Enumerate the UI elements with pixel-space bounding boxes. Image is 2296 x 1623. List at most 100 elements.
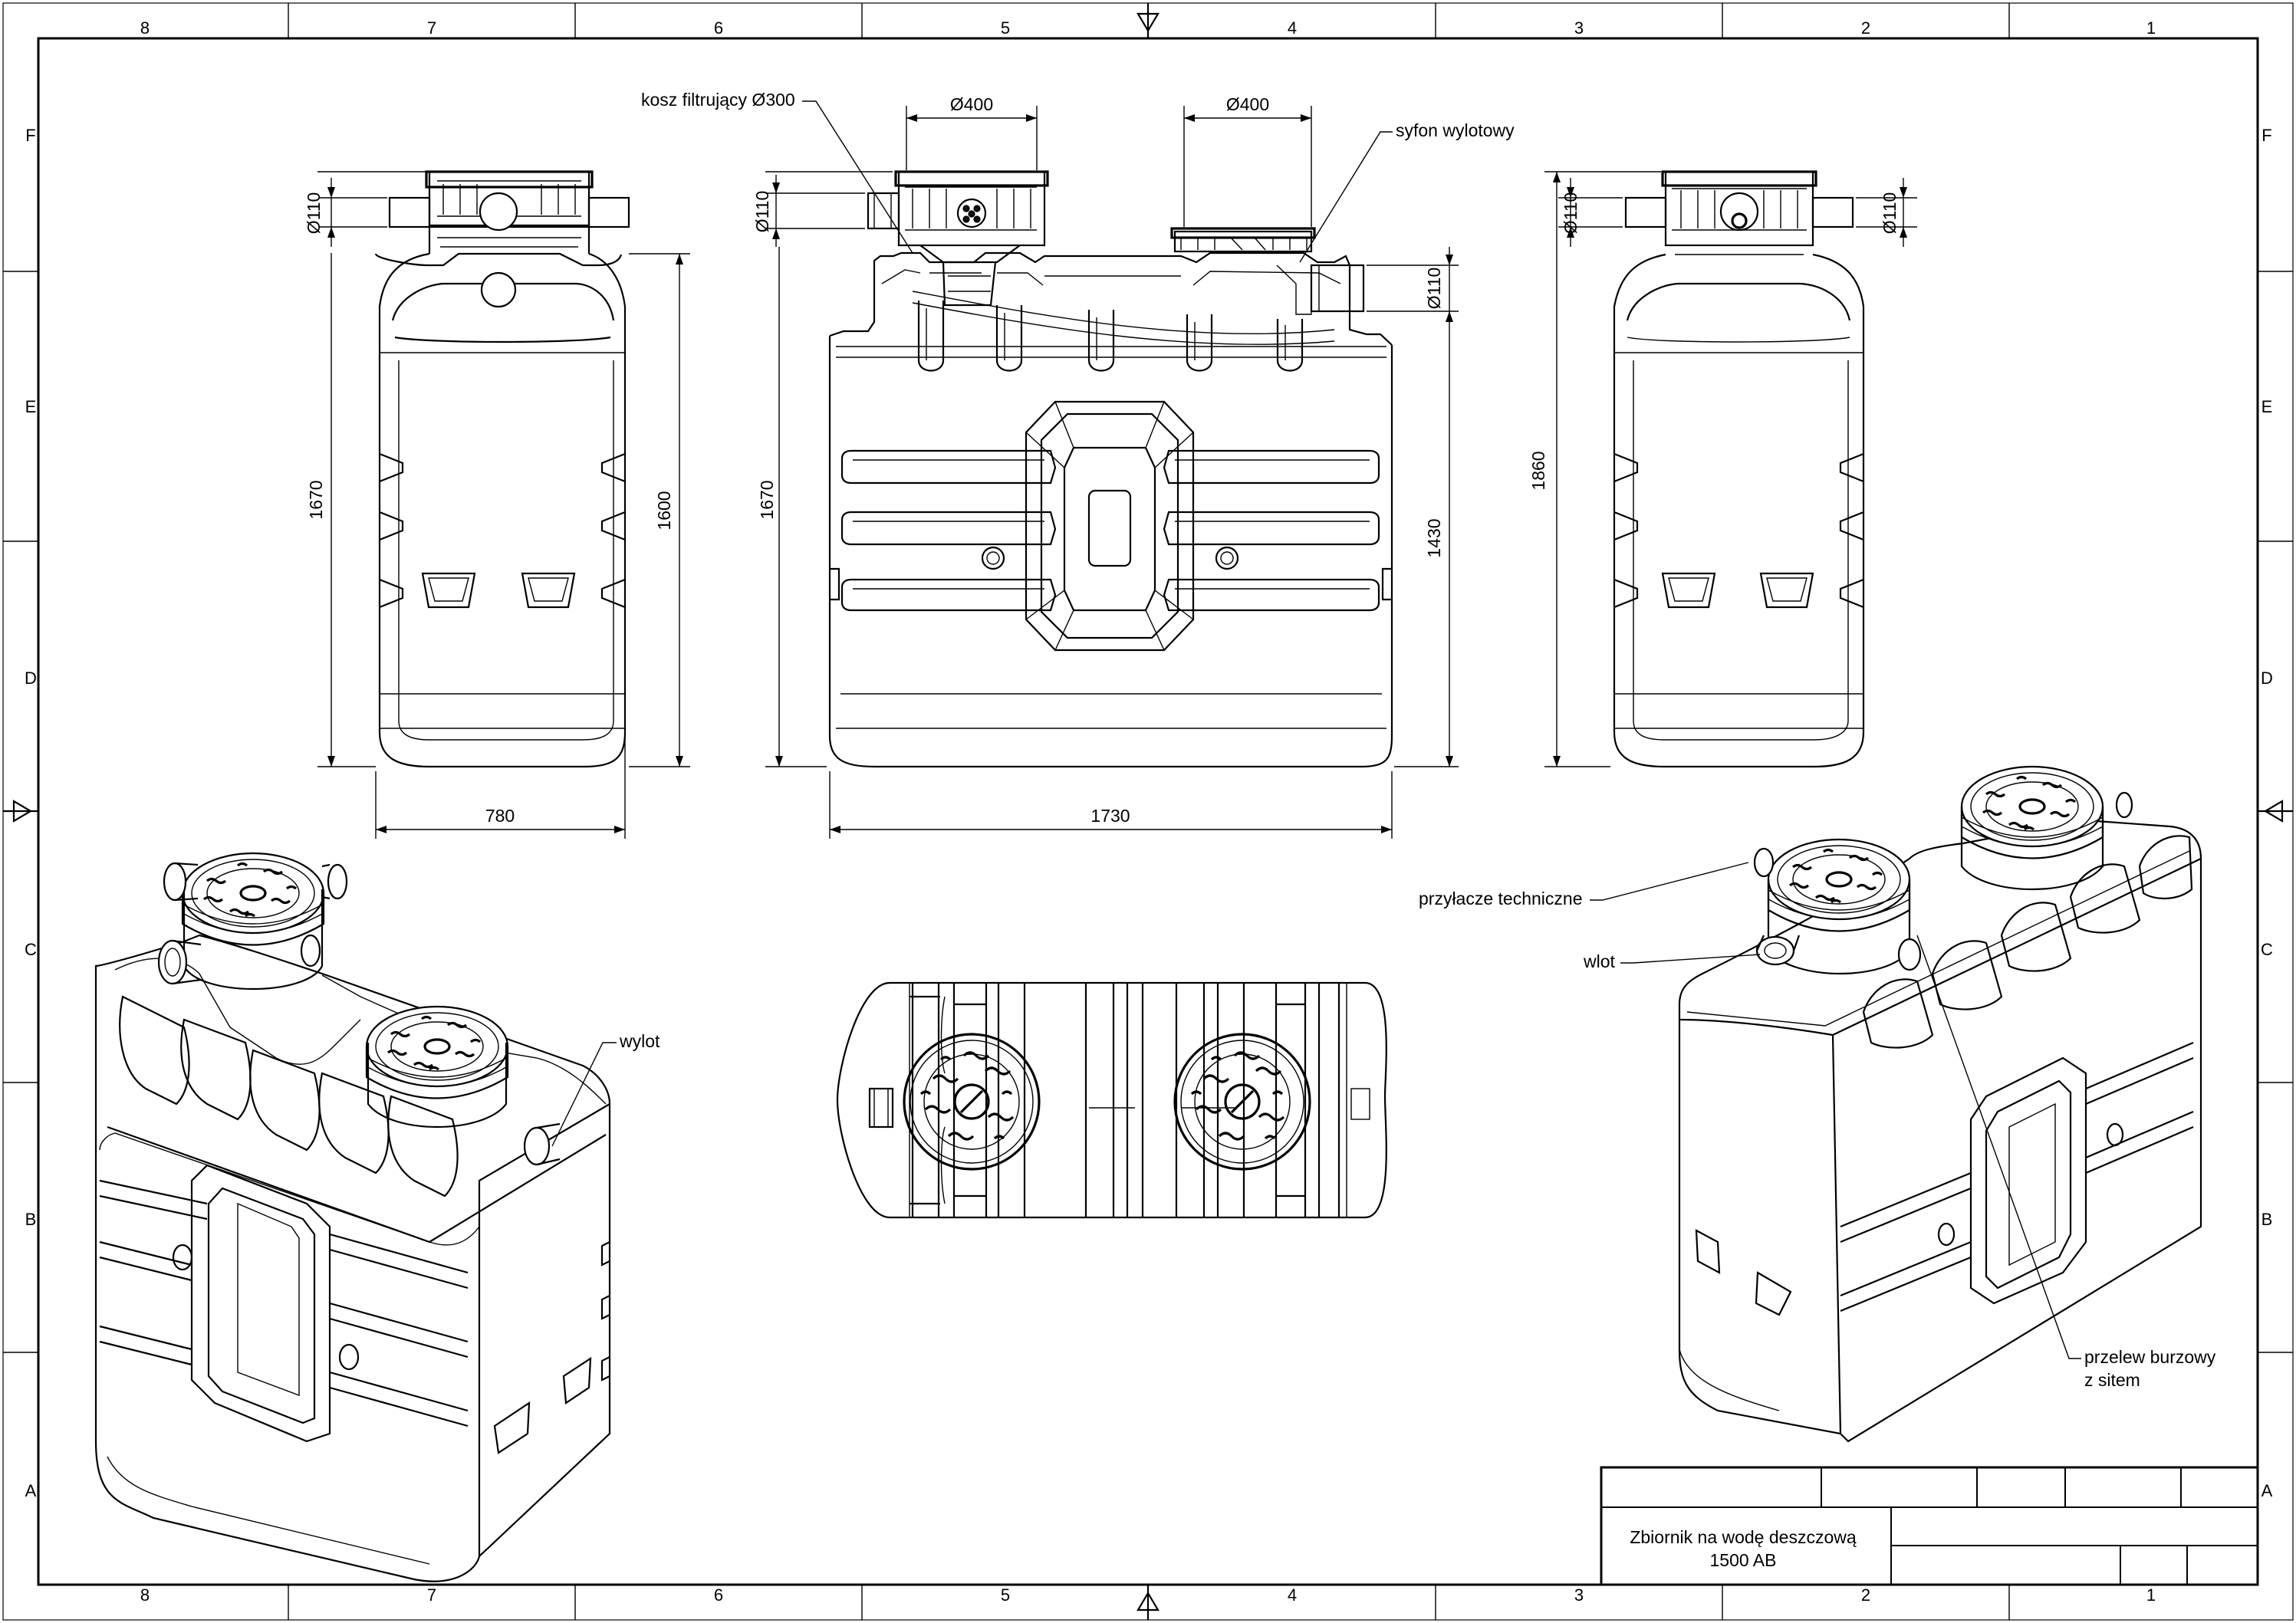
pipe-stub [867, 192, 900, 230]
column-label: 6 [714, 1585, 723, 1605]
dimension-label: 1860 [1528, 451, 1548, 490]
drawing-model: 1500 AB [1710, 1550, 1777, 1570]
column-label: 2 [1861, 1585, 1870, 1605]
pipe-stub [1753, 847, 1922, 971]
dimension-label: 1670 [757, 480, 777, 519]
top-rib [1862, 835, 2193, 1049]
column-label: 8 [140, 18, 150, 38]
side-port [480, 271, 517, 308]
filter-basket [942, 261, 997, 307]
side-port [1215, 546, 1239, 570]
row-label: E [25, 397, 37, 416]
tank-body-outline [828, 336, 1393, 768]
pipe-stub [157, 862, 348, 985]
row-label: A [2261, 1481, 2273, 1500]
side-port [981, 546, 1005, 570]
dimension-label: Ø110 [1561, 192, 1581, 235]
side-port [172, 1244, 193, 1271]
dimension-label: Ø110 [752, 191, 772, 233]
outlet-label: wylot [619, 1031, 660, 1051]
column-label: 5 [1001, 18, 1010, 38]
outlet-dome-iso [1960, 765, 2104, 860]
pipe-stub [868, 1087, 894, 1129]
filter-dome-iso [181, 852, 325, 947]
dimension-label: Ø110 [1880, 192, 1900, 235]
pipe-stub [1811, 196, 1854, 228]
row-label: D [2261, 669, 2273, 688]
center-boss [190, 1164, 331, 1443]
centering-marks [3, 3, 2293, 1620]
carry-handle [421, 572, 476, 609]
column-label: 7 [427, 1585, 436, 1605]
side-port [2106, 1122, 2124, 1147]
row-labels-right: F E D C B A [2261, 126, 2273, 1500]
pipe-stub [1624, 196, 1667, 228]
column-labels-top: 8 7 6 5 4 3 2 1 [140, 18, 2156, 38]
column-label: 1 [2146, 1585, 2156, 1605]
row-label: F [25, 126, 35, 145]
side-rib [840, 449, 1380, 612]
side-view-right-dimensions: Ø110 Ø110 1860 [1528, 171, 1917, 767]
tank-body-outline [1678, 819, 2202, 1443]
column-label: 2 [1861, 18, 1870, 38]
side-view-left-dimensions: Ø110 1670 1600 780 [304, 171, 690, 839]
top-view [836, 981, 1387, 1219]
dimension-label: 1430 [1424, 518, 1444, 557]
row-label: B [2261, 1210, 2273, 1229]
row-label: A [25, 1481, 37, 1500]
isometric-view-right: przyłacze techniczne wlot przelew burzow… [1419, 765, 2216, 1443]
front-view-callouts: kosz filtrujący Ø300 syfon wylotowy [641, 90, 1515, 263]
dimension-label: 780 [485, 806, 515, 826]
pipe-opening [479, 192, 518, 232]
side-view-right [1613, 170, 1865, 768]
column-label: 8 [140, 1585, 150, 1605]
side-rib [379, 452, 404, 609]
outlet-siphon-label: syfon wylotowy [1396, 120, 1515, 140]
storm-overflow-label: przelew burzowy [2084, 1347, 2216, 1367]
column-label: 7 [427, 18, 436, 38]
tank-top-outline [836, 981, 1387, 1219]
column-label: 3 [1574, 1585, 1584, 1605]
pipe-stub [587, 196, 630, 228]
carry-handle [493, 1356, 592, 1454]
carry-handle [1695, 1229, 1792, 1316]
carry-handle [521, 572, 576, 609]
pipe-opening [1719, 192, 1759, 232]
outlet-dome [1173, 230, 1313, 253]
outlet-dome-top [1173, 1033, 1311, 1171]
side-port [338, 1343, 360, 1371]
dimension-label: Ø110 [1424, 268, 1444, 310]
dimension-label: Ø110 [304, 192, 324, 235]
pipe-stub [388, 196, 431, 228]
filter-basket-label: kosz filtrujący Ø300 [641, 90, 795, 110]
technical-connection-label: przyłacze techniczne [1419, 889, 1583, 908]
dimension-label: Ø400 [1226, 94, 1269, 114]
side-port [1937, 1222, 1956, 1247]
top-rib [917, 301, 1304, 372]
column-label: 3 [1574, 18, 1584, 38]
carry-handle [1759, 572, 1814, 609]
column-label: 4 [1288, 1585, 1297, 1605]
storm-overflow-label: z sitem [2084, 1370, 2140, 1390]
top-rib [119, 995, 459, 1198]
side-view-left [374, 170, 630, 768]
row-labels-left: F E D C B A [25, 126, 37, 1500]
side-rib [1613, 452, 1639, 609]
tank-body-outline [378, 252, 627, 768]
column-label: 4 [1288, 18, 1297, 38]
dimension-label: 1670 [306, 480, 326, 519]
dimension-label: Ø400 [950, 94, 993, 114]
column-label: 6 [714, 18, 723, 38]
row-label: D [25, 669, 37, 688]
front-view-dimensions: Ø400 Ø400 Ø110 1670 Ø110 1430 1730 [752, 94, 1459, 839]
pipe-stub [523, 1122, 561, 1166]
side-rib [600, 452, 626, 609]
row-label: F [2261, 126, 2271, 145]
grid-ticks [3, 3, 2293, 1620]
carry-handle [1661, 572, 1716, 609]
filter-dome-top [903, 1033, 1041, 1171]
pipe-stub [2115, 791, 2133, 819]
row-label: E [2261, 397, 2273, 416]
tank-body-outline [1613, 253, 1865, 768]
